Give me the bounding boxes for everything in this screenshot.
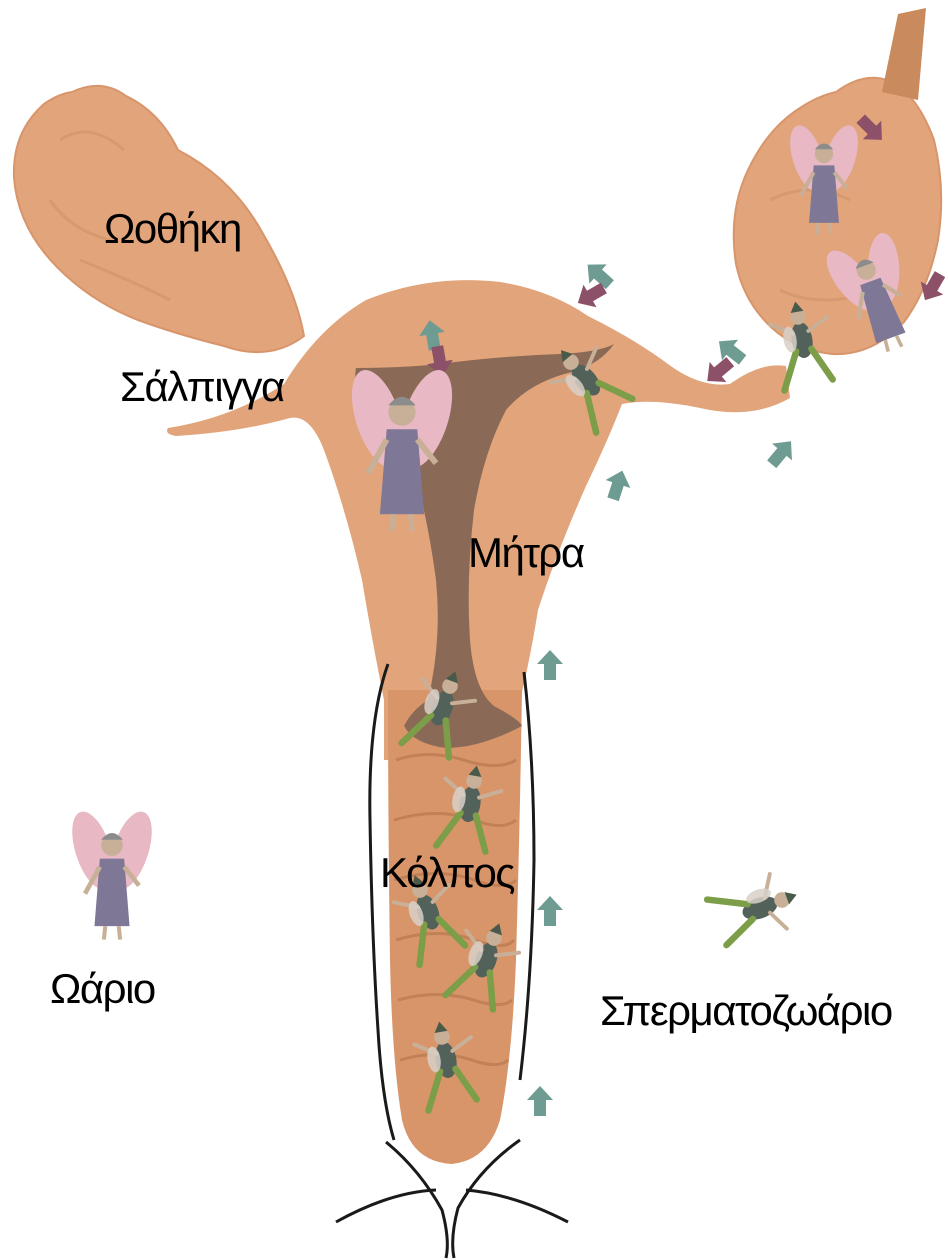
label-ovary: Ωοθήκη: [104, 208, 241, 250]
label-egg: Ωάριο: [50, 968, 155, 1010]
sperm-fairy-icon: [706, 868, 806, 951]
right-wall-outline: [520, 672, 534, 1080]
label-sperm: Σπερματοζωάριο: [600, 990, 892, 1032]
arrow-icon: [527, 1086, 553, 1116]
egg-fairy-icon: [64, 807, 160, 940]
label-fallopian-tube: Σάλπιγγα: [120, 366, 284, 408]
label-vagina: Κόλπος: [380, 852, 514, 894]
label-uterus: Μήτρα: [468, 532, 584, 574]
arrow-icon: [537, 896, 563, 926]
vaginal-canal: [388, 690, 522, 1164]
arrow-icon: [601, 467, 635, 504]
arrow-icon: [762, 433, 801, 473]
right-fimbria: [882, 8, 926, 100]
arrow-icon: [537, 650, 563, 680]
